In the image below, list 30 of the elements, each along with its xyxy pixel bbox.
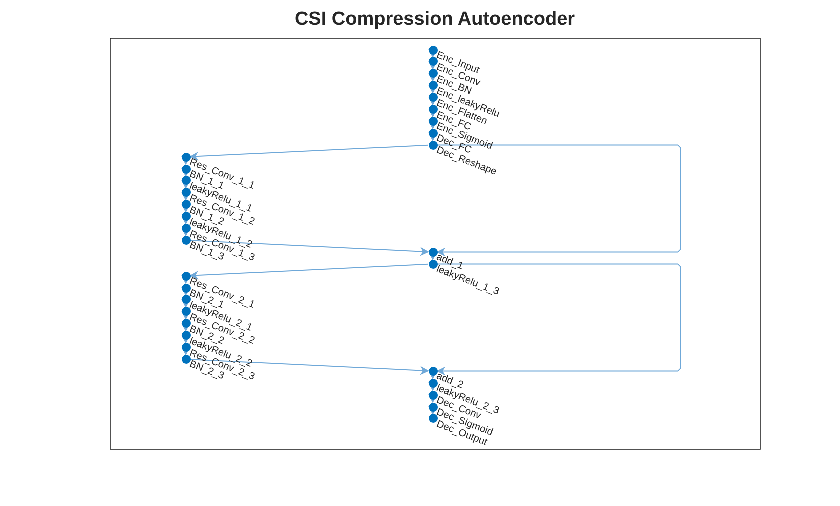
- arrow: [182, 346, 190, 356]
- arrow: [182, 192, 190, 202]
- arrow: [182, 323, 190, 332]
- arrow: [182, 334, 190, 344]
- arrow: [190, 264, 429, 280]
- arrow: [428, 406, 438, 416]
- arrow: [428, 132, 438, 142]
- arrow: [436, 144, 682, 257]
- arrow: [182, 204, 190, 213]
- arrow: [428, 252, 438, 261]
- arrow: [428, 73, 438, 82]
- arrow: [428, 382, 438, 392]
- arrow: [182, 287, 190, 296]
- arrow: [182, 275, 190, 284]
- arrow: [436, 264, 682, 376]
- arrow: [428, 370, 438, 380]
- arrow: [428, 49, 438, 58]
- arrow: [428, 96, 438, 106]
- chart-title: CSI Compression Autoencoder: [294, 9, 576, 31]
- arrow: [428, 394, 438, 404]
- arrow: [428, 85, 438, 94]
- arrow: [182, 156, 190, 166]
- arrow: [182, 216, 190, 225]
- arrow: [190, 144, 429, 161]
- arrow: [182, 228, 190, 237]
- arrow: [182, 311, 190, 320]
- arrow: [428, 108, 438, 118]
- arrow: [190, 240, 430, 256]
- arrow: [182, 168, 190, 178]
- arrow: [190, 359, 430, 376]
